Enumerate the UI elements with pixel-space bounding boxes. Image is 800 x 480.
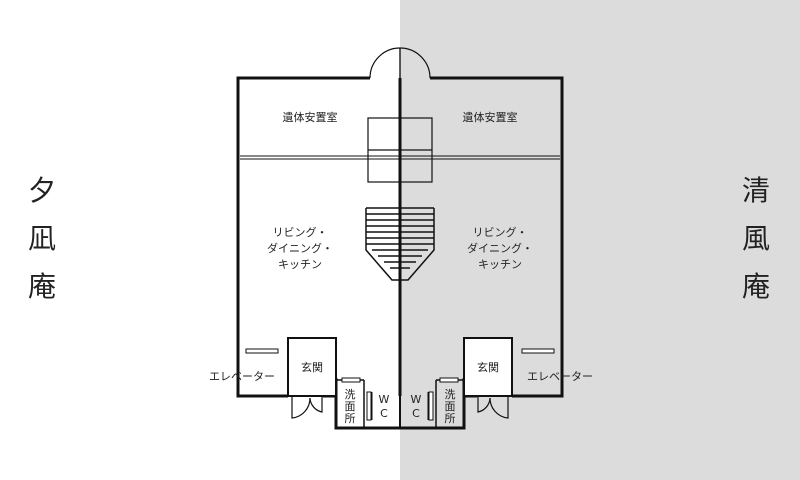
right-elevator-label: エレベーター bbox=[527, 370, 593, 383]
right-wc-char-1: W bbox=[411, 393, 422, 406]
right-name-char-2: 風 bbox=[742, 222, 770, 255]
left-entrance-box bbox=[287, 337, 337, 419]
left-washroom-char-2: 面 bbox=[345, 400, 356, 413]
left-living-line-2: ダイニング・ bbox=[267, 241, 333, 255]
left-entrance-label: 玄関 bbox=[301, 360, 323, 374]
central-shaft bbox=[367, 117, 433, 183]
left-name-char-3: 庵 bbox=[28, 270, 56, 303]
left-name-char-1: 夕 bbox=[28, 174, 56, 207]
left-washroom-char-3: 所 bbox=[345, 412, 356, 425]
right-washroom-char-1: 洗 bbox=[445, 388, 456, 401]
left-mortuary-label: 遺体安置室 bbox=[283, 110, 338, 124]
right-mortuary-label: 遺体安置室 bbox=[463, 110, 518, 124]
right-living-line-3: キッチン bbox=[478, 258, 522, 271]
right-entrance-box bbox=[463, 337, 513, 419]
right-unit-background bbox=[400, 0, 800, 480]
right-washroom-char-3: 所 bbox=[445, 412, 456, 425]
left-wc-char-1: W bbox=[379, 393, 390, 406]
right-living-line-1: リビング・ bbox=[473, 225, 528, 239]
right-entrance-label: 玄関 bbox=[477, 360, 499, 374]
left-name-char-2: 凪 bbox=[28, 222, 56, 255]
elevator-doors bbox=[245, 348, 555, 354]
right-name-char-3: 庵 bbox=[742, 270, 770, 303]
right-washroom-char-2: 面 bbox=[445, 400, 456, 413]
stair-outline bbox=[365, 208, 435, 281]
washroom-partitions bbox=[336, 377, 464, 428]
left-washroom-char-1: 洗 bbox=[345, 388, 356, 401]
right-living-line-2: ダイニング・ bbox=[467, 241, 533, 255]
top-double-door bbox=[369, 47, 431, 79]
right-name-char-1: 清 bbox=[742, 174, 770, 207]
left-wc-char-2: C bbox=[380, 407, 388, 420]
left-living-line-3: キッチン bbox=[278, 258, 322, 271]
left-elevator-label: エレベーター bbox=[209, 370, 275, 383]
right-wc-char-2: C bbox=[412, 407, 420, 420]
staircase bbox=[365, 207, 435, 281]
left-living-line-1: リビング・ bbox=[273, 225, 328, 239]
